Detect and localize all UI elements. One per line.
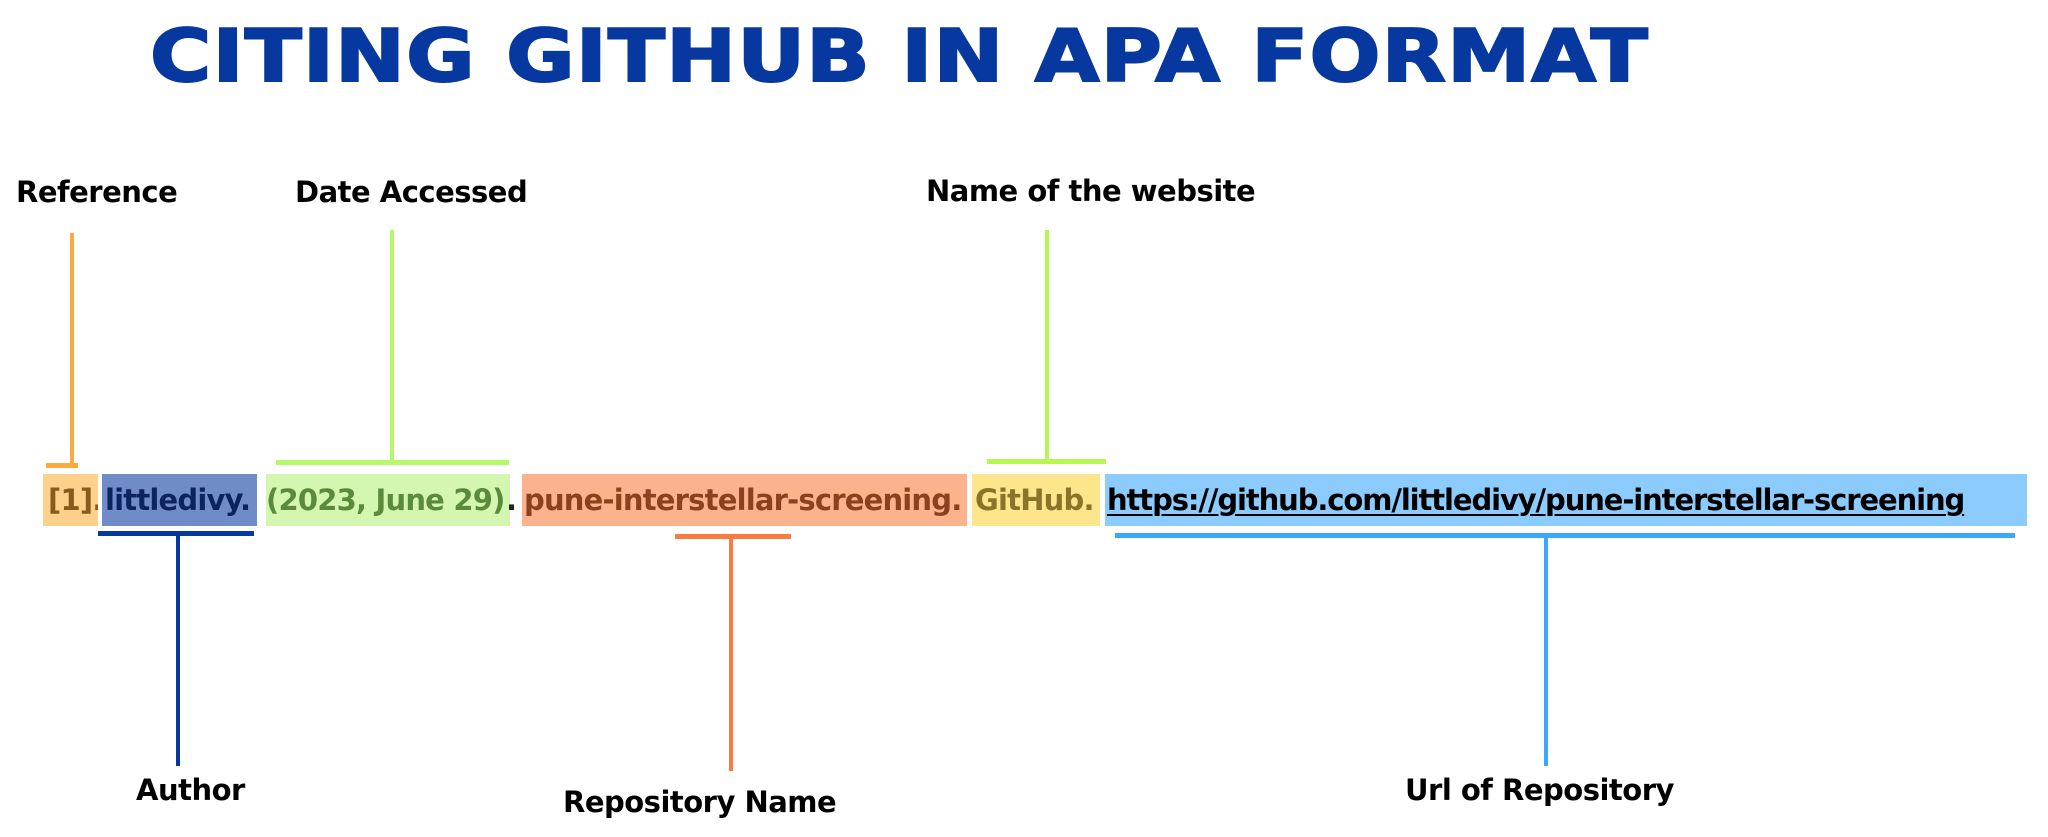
- label-website-name: Name of the website: [926, 174, 1256, 208]
- label-author: Author: [136, 773, 245, 807]
- citation-author-text: littledivy.: [105, 483, 251, 517]
- url-connector-bar: [1115, 533, 2015, 538]
- website-connector-bar: [987, 459, 1106, 464]
- citation-date-period: .: [506, 483, 518, 517]
- author-connector-bar: [98, 531, 254, 536]
- author-connector-stem: [176, 534, 180, 766]
- citation-reference-text: [1].: [48, 483, 98, 517]
- citation-website-text: GitHub.: [975, 483, 1095, 517]
- citation-repository: pune-interstellar-screening.: [522, 474, 967, 526]
- citation-author: littledivy.: [102, 474, 257, 526]
- citation-repository-text: pune-interstellar-screening.: [524, 483, 962, 517]
- citation-date-text: (2023, June 29): [266, 483, 505, 517]
- citation-date: (2023, June 29): [266, 474, 510, 526]
- label-url: Url of Repository: [1405, 773, 1674, 807]
- date-connector-stem: [390, 230, 394, 462]
- label-date-accessed: Date Accessed: [295, 175, 528, 209]
- repository-connector-bar: [675, 534, 791, 539]
- website-connector-stem: [1045, 230, 1049, 461]
- citation-url-link[interactable]: https://github.com/littledivy/pune-inter…: [1107, 483, 1965, 517]
- citation-website: GitHub.: [972, 474, 1100, 526]
- reference-connector-stem: [70, 233, 74, 463]
- label-reference: Reference: [16, 175, 178, 209]
- page-title: CITING GITHUB IN APA FORMAT: [149, 13, 1649, 99]
- label-repository-name: Repository Name: [563, 785, 837, 819]
- url-connector-stem: [1544, 536, 1548, 766]
- date-connector-bar: [276, 460, 509, 465]
- citation-reference: [1].: [43, 474, 98, 526]
- reference-connector-foot: [46, 463, 78, 468]
- repository-connector-stem: [729, 537, 733, 771]
- citation-url[interactable]: https://github.com/littledivy/pune-inter…: [1105, 474, 2027, 526]
